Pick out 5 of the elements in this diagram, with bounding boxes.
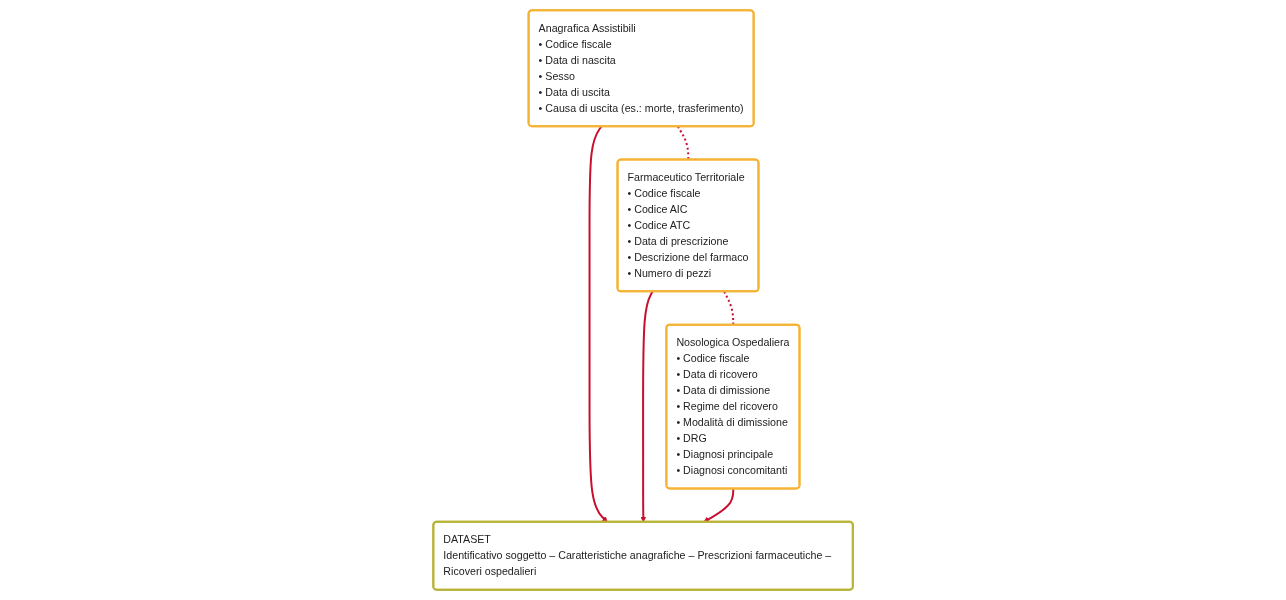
arrow [640, 290, 654, 523]
arrow [588, 125, 608, 523]
arrow [703, 487, 735, 523]
connector [676, 125, 690, 161]
connector [723, 290, 735, 326]
